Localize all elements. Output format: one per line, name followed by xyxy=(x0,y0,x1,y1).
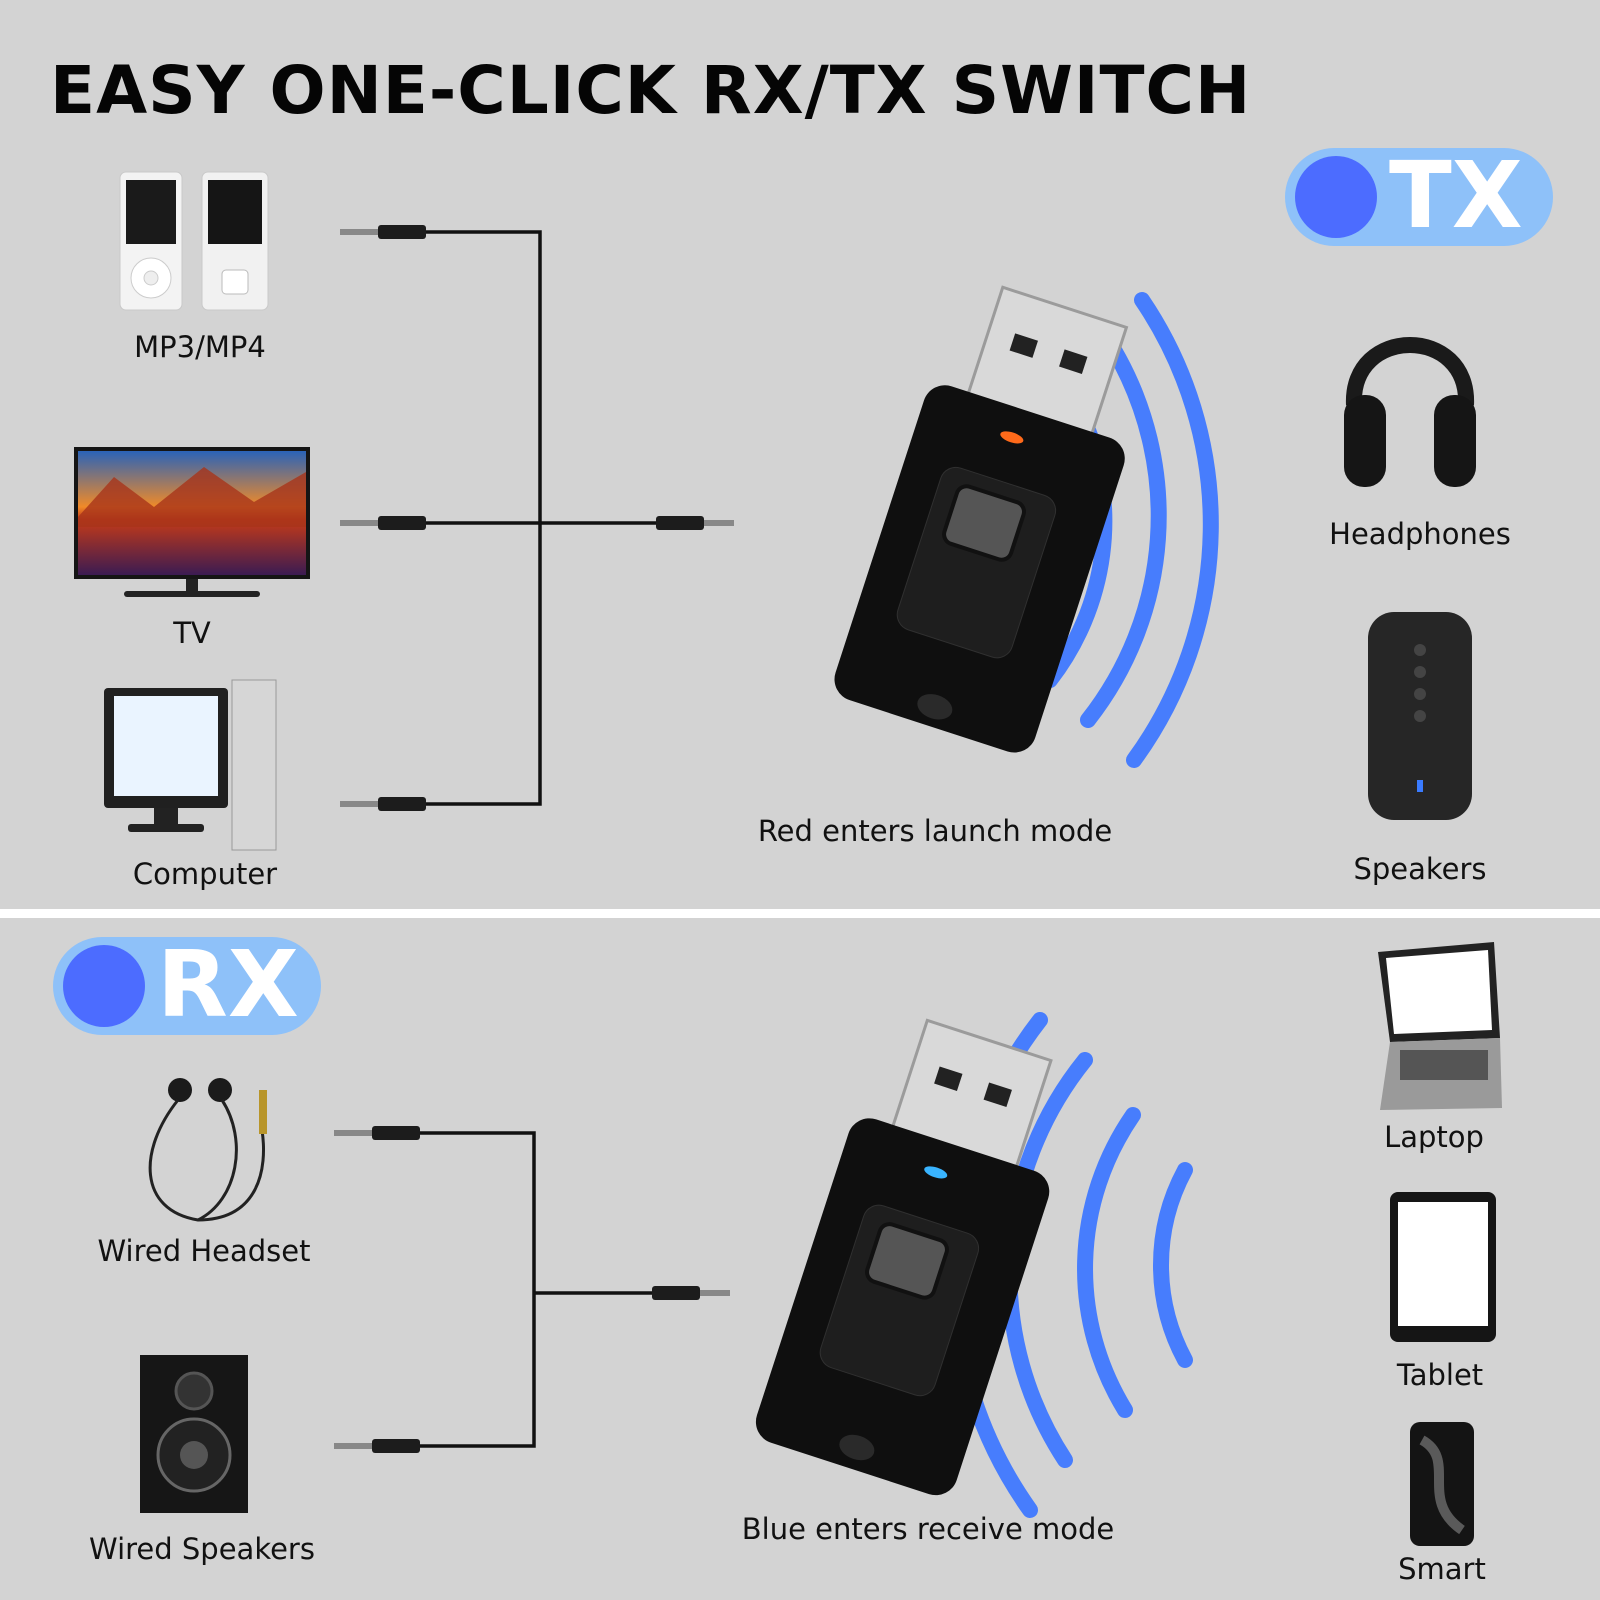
laptop-icon xyxy=(1378,942,1502,1110)
headphones-icon xyxy=(1344,337,1476,487)
rx-source-laptop-label: Laptop xyxy=(1384,1120,1484,1154)
rx-source-smart-label: Smart xyxy=(1398,1552,1486,1586)
rx-caption: Blue enters receive mode xyxy=(741,1512,1115,1546)
tx-audio-cables xyxy=(340,225,734,811)
source-mp3-label: MP3/MP4 xyxy=(134,330,266,364)
computer-icon xyxy=(104,679,277,851)
tx-led-indicator xyxy=(1000,431,1024,444)
mp3-player-icon xyxy=(119,171,269,311)
output-headphones-label: Headphones xyxy=(1329,517,1511,551)
source-tv-label: TV xyxy=(173,616,211,650)
rx-output-speakers-label: Wired Speakers xyxy=(89,1532,315,1566)
wired-speakers-icon xyxy=(140,1355,248,1513)
source-computer-label: Computer xyxy=(132,857,278,891)
smartphone-icon xyxy=(1410,1422,1474,1546)
tx-bluetooth-dongle xyxy=(834,285,1219,768)
rx-indicator-dot xyxy=(63,945,145,1027)
rx-output-headset-label: Wired Headset xyxy=(97,1234,311,1268)
output-speakers-label: Speakers xyxy=(1353,852,1487,886)
rx-source-tablet-label: Tablet xyxy=(1396,1358,1484,1392)
speaker-icon xyxy=(1368,612,1472,820)
tx-indicator-dot xyxy=(1295,156,1377,238)
tv-icon xyxy=(74,447,310,597)
rx-badge-label: RX xyxy=(157,931,299,1038)
rx-bluetooth-dongle xyxy=(755,1012,1193,1518)
section-divider xyxy=(0,909,1600,918)
tx-badge-label: TX xyxy=(1389,142,1523,249)
wired-headset-icon xyxy=(148,1078,267,1222)
tx-caption: Red enters launch mode xyxy=(757,814,1113,848)
tablet-icon xyxy=(1390,1192,1496,1342)
page-title: EASY ONE-CLICK RX/TX SWITCH xyxy=(50,52,1252,129)
tx-mode-badge: TX xyxy=(1285,142,1553,249)
rx-led-indicator xyxy=(924,1166,948,1179)
rx-mode-badge: RX xyxy=(53,931,321,1038)
rx-audio-cables xyxy=(334,1126,730,1453)
